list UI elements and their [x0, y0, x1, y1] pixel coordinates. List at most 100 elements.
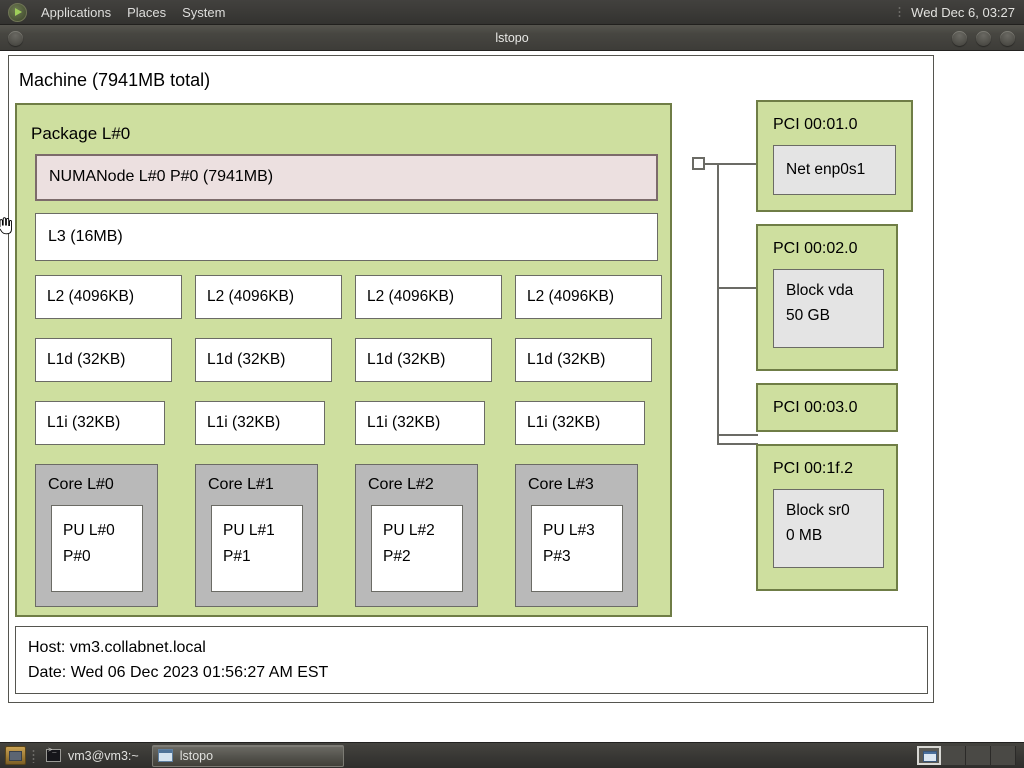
- pci-box-2[interactable]: PCI 00:03.0: [756, 383, 898, 432]
- l3-cache-label: L3 (16MB): [48, 228, 123, 245]
- pci-device-label-3b: 0 MB: [786, 527, 823, 544]
- host-line: Host: vm3.collabnet.local: [28, 639, 206, 656]
- window-title: lstopo: [495, 31, 529, 45]
- workspace-2[interactable]: [941, 746, 966, 765]
- pu-label-p-0: P#0: [63, 548, 91, 565]
- l1i-cache-box-0[interactable]: L1i (32KB): [35, 401, 165, 445]
- pu-label-l-2: PU L#2: [383, 522, 435, 539]
- l1d-cache-label-3: L1d (32KB): [527, 351, 606, 368]
- l1i-cache-label-3: L1i (32KB): [527, 414, 601, 431]
- l1d-cache-label-2: L1d (32KB): [367, 351, 446, 368]
- lstopo-topology-canvas[interactable]: Machine (7941MB total) Package L#0 NUMAN…: [8, 55, 934, 703]
- pci-device-label-1b: 50 GB: [786, 307, 830, 324]
- l1i-cache-label-1: L1i (32KB): [207, 414, 281, 431]
- workspace-1[interactable]: [917, 746, 941, 765]
- tree-branch-2: [717, 434, 758, 436]
- workspace-4[interactable]: [991, 746, 1016, 765]
- pu-label-p-1: P#1: [223, 548, 251, 565]
- core-box-1[interactable]: Core L#1 PU L#1 P#1: [195, 464, 318, 607]
- window-menu-button[interactable]: [8, 31, 23, 46]
- task-button-terminal[interactable]: vm3@vm3:~: [41, 746, 149, 766]
- l1i-cache-box-1[interactable]: L1i (32KB): [195, 401, 325, 445]
- workspace-pager[interactable]: [917, 745, 1016, 766]
- core-box-3[interactable]: Core L#3 PU L#3 P#3: [515, 464, 638, 607]
- l1d-cache-label-1: L1d (32KB): [207, 351, 286, 368]
- task-label-lstopo: lstopo: [179, 748, 214, 763]
- l1d-cache-box-1[interactable]: L1d (32KB): [195, 338, 332, 382]
- pci-device-label-3a: Block sr0: [786, 502, 850, 519]
- panel-menu-places[interactable]: Places: [127, 4, 167, 20]
- pu-label-l-1: PU L#1: [223, 522, 275, 539]
- l1d-cache-box-2[interactable]: L1d (32KB): [355, 338, 492, 382]
- pci-box-3[interactable]: PCI 00:1f.2 Block sr0 0 MB: [756, 444, 898, 591]
- l2-cache-box-0[interactable]: L2 (4096KB): [35, 275, 182, 319]
- pci-title-1: PCI 00:02.0: [773, 240, 858, 257]
- tree-trunk: [717, 163, 719, 445]
- pu-label-p-2: P#2: [383, 548, 411, 565]
- core-label-1: Core L#1: [208, 476, 274, 493]
- l1i-cache-label-0: L1i (32KB): [47, 414, 121, 431]
- l2-cache-label-0: L2 (4096KB): [47, 288, 135, 305]
- panel-grip: [898, 5, 902, 19]
- l2-cache-label-3: L2 (4096KB): [527, 288, 615, 305]
- pci-box-1[interactable]: PCI 00:02.0 Block vda 50 GB: [756, 224, 898, 371]
- l2-cache-label-1: L2 (4096KB): [207, 288, 295, 305]
- numanode-box[interactable]: NUMANode L#0 P#0 (7941MB): [35, 154, 658, 201]
- show-desktop-icon[interactable]: [5, 746, 26, 765]
- applications-menu-icon[interactable]: [8, 2, 27, 22]
- topology-footer: Host: vm3.collabnet.local Date: Wed 06 D…: [15, 626, 928, 694]
- pci-device-net-enp0s1[interactable]: Net enp0s1: [773, 145, 896, 195]
- pci-device-block-vda[interactable]: Block vda 50 GB: [773, 269, 884, 348]
- l3-cache-box[interactable]: L3 (16MB): [35, 213, 658, 261]
- pu-box-2[interactable]: PU L#2 P#2: [371, 505, 463, 592]
- pci-device-label-0: Net enp0s1: [786, 161, 866, 178]
- terminal-icon: [46, 747, 61, 762]
- l2-cache-label-2: L2 (4096KB): [367, 288, 455, 305]
- l2-cache-box-2[interactable]: L2 (4096KB): [355, 275, 502, 319]
- pci-box-0[interactable]: PCI 00:01.0 Net enp0s1: [756, 100, 913, 212]
- window-icon: [157, 749, 173, 762]
- pu-label-l-3: PU L#3: [543, 522, 595, 539]
- machine-title: Machine (7941MB total): [19, 70, 211, 90]
- l2-cache-box-3[interactable]: L2 (4096KB): [515, 275, 662, 319]
- l1i-cache-box-3[interactable]: L1i (32KB): [515, 401, 645, 445]
- task-button-lstopo[interactable]: lstopo: [151, 744, 344, 767]
- core-box-2[interactable]: Core L#2 PU L#2 P#2: [355, 464, 478, 607]
- pci-title-3: PCI 00:1f.2: [773, 460, 854, 477]
- tree-branch-1: [717, 287, 758, 289]
- pu-box-1[interactable]: PU L#1 P#1: [211, 505, 303, 592]
- pci-tree-root-node: [692, 157, 705, 170]
- l2-cache-box-1[interactable]: L2 (4096KB): [195, 275, 342, 319]
- core-box-0[interactable]: Core L#0 PU L#0 P#0: [35, 464, 158, 607]
- pci-device-block-sr0[interactable]: Block sr0 0 MB: [773, 489, 884, 568]
- l1d-cache-box-3[interactable]: L1d (32KB): [515, 338, 652, 382]
- l1i-cache-box-2[interactable]: L1i (32KB): [355, 401, 485, 445]
- tree-branch-0: [717, 163, 758, 165]
- panel-menu-applications[interactable]: Applications: [41, 4, 112, 20]
- workspace-3[interactable]: [966, 746, 991, 765]
- task-label-terminal: vm3@vm3:~: [68, 748, 139, 763]
- top-panel: Applications Places System Wed Dec 6, 03…: [0, 0, 1024, 25]
- core-label-2: Core L#2: [368, 476, 434, 493]
- pci-title-2: PCI 00:03.0: [773, 399, 858, 416]
- panel-menu-system[interactable]: System: [182, 4, 226, 20]
- clock[interactable]: Wed Dec 6, 03:27: [911, 4, 1015, 20]
- l1d-cache-box-0[interactable]: L1d (32KB): [35, 338, 172, 382]
- taskbar: vm3@vm3:~ lstopo: [0, 742, 1024, 768]
- desktop-area: Machine (7941MB total) Package L#0 NUMAN…: [0, 51, 1024, 742]
- l1d-cache-label-0: L1d (32KB): [47, 351, 126, 368]
- close-button[interactable]: [1000, 31, 1015, 46]
- pu-box-3[interactable]: PU L#3 P#3: [531, 505, 623, 592]
- minimize-button[interactable]: [952, 31, 967, 46]
- pci-device-label-1a: Block vda: [786, 282, 854, 299]
- package-box[interactable]: Package L#0 NUMANode L#0 P#0 (7941MB) L3…: [15, 103, 672, 617]
- date-line: Date: Wed 06 Dec 2023 01:56:27 AM EST: [28, 664, 329, 681]
- core-label-0: Core L#0: [48, 476, 114, 493]
- tree-branch-3: [717, 443, 758, 445]
- window-titlebar[interactable]: lstopo: [0, 25, 1024, 51]
- package-label: Package L#0: [31, 124, 131, 143]
- tree-connector: [705, 163, 718, 165]
- pu-label-p-3: P#3: [543, 548, 571, 565]
- pu-box-0[interactable]: PU L#0 P#0: [51, 505, 143, 592]
- maximize-button[interactable]: [976, 31, 991, 46]
